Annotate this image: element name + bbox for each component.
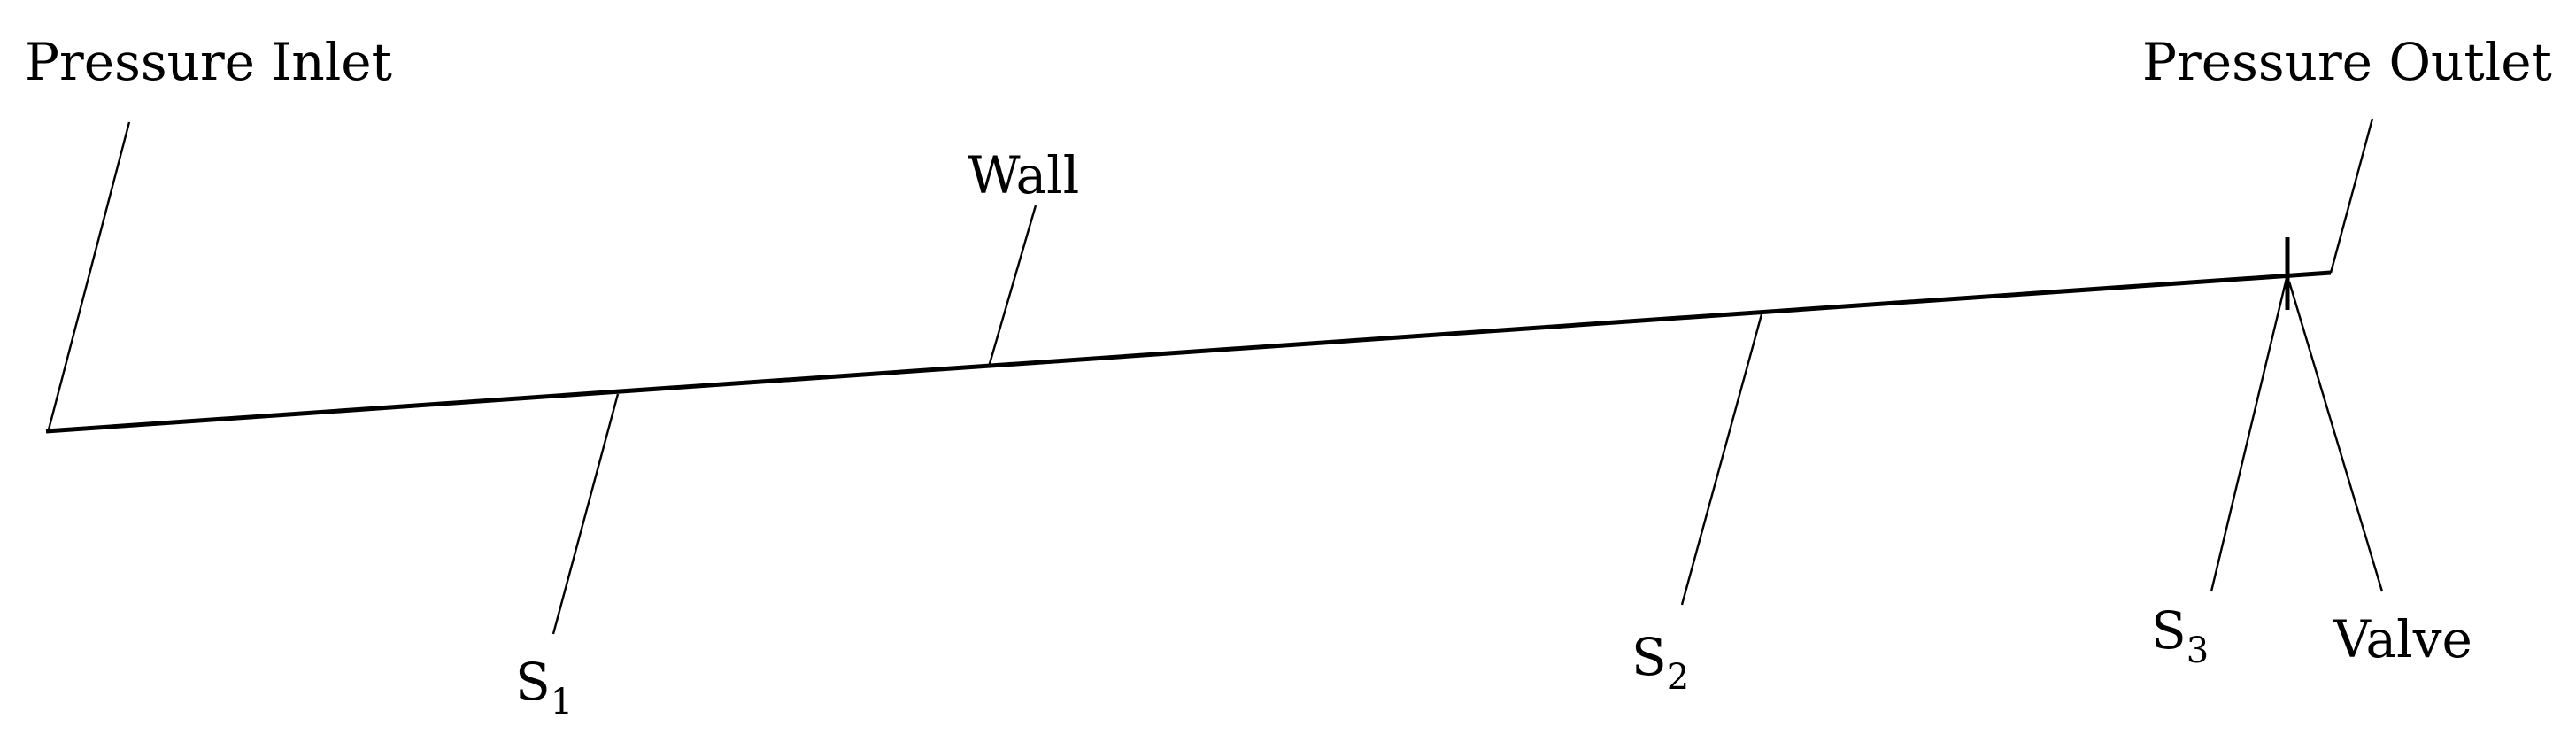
s1-label-subscript: 1 [551,682,573,723]
pressure-inlet-label: Pressure Inlet [25,32,392,92]
pipe-line [45,270,2332,434]
s2-label-base: S [1631,627,1667,687]
valve-label: Valve [2333,609,2472,669]
s3-label-subscript: 3 [2187,630,2209,671]
pressure-outlet-leader [2329,118,2374,274]
wall-leader [987,205,1037,367]
s3-leader [2210,274,2289,592]
s3-label-base: S [2151,600,2187,661]
s1-label: S1 [515,652,573,723]
wall-label: Wall [968,145,1079,205]
s1-label-base: S [515,652,551,712]
s2-label-subscript: 2 [1667,657,1689,698]
s2-leader [1680,313,1763,606]
s3-label: S3 [2151,600,2209,671]
pressure-outlet-label: Pressure Outlet [2142,32,2552,92]
valve-leader [2287,281,2384,592]
s2-label: S2 [1631,627,1689,698]
pressure-inlet-leader [47,121,131,430]
s1-leader [551,393,620,635]
